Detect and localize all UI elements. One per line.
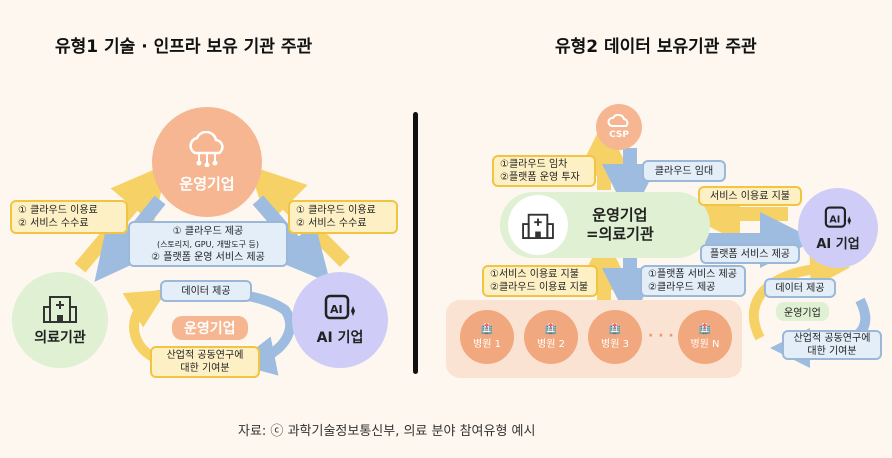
hospital-node: 🏥 병원 1 xyxy=(460,310,514,364)
ai-chip-icon: AI xyxy=(323,293,357,323)
fee-line: ② 서비스 수수료 xyxy=(18,218,89,229)
fee-line: ② 서비스 수수료 xyxy=(296,218,367,229)
hospital-label: 병원 2 xyxy=(537,339,565,350)
hospital-label: 병원 3 xyxy=(601,339,629,350)
hospital-icon: 🏥 xyxy=(608,324,622,335)
hospital-icon: 🏥 xyxy=(698,324,712,335)
hospital-right-line: ②클라우드 제공 xyxy=(648,282,716,293)
hospital-left-line: ①서비스 이용료 지불 xyxy=(490,269,579,280)
hospital-label: 병원 1 xyxy=(473,339,501,350)
type2-ai-node: AI AI 기업 xyxy=(798,188,878,268)
section-divider xyxy=(413,112,418,374)
cloud-icon xyxy=(607,114,631,130)
hospital-group: 🏥 병원 1 🏥 병원 2 🏥 병원 3 · · · · 🏥 병원 N xyxy=(446,300,742,378)
hospital-node: 🏥 병원 3 xyxy=(588,310,642,364)
research-line: 산업적 공동연구에 xyxy=(793,333,871,344)
csp-node: CSP xyxy=(596,104,642,150)
type1-data-provide-box: 데이터 제공 xyxy=(160,280,252,302)
fee-line: ① 클라우드 이용료 xyxy=(18,205,98,216)
type2-operator-line: 운영기업 xyxy=(592,206,648,224)
type2-data-provide-box: 데이터 제공 xyxy=(764,278,836,298)
type2-operator-line: =의료기관 xyxy=(586,225,654,243)
service-fee-box: 서비스 이용료 지불 xyxy=(698,186,802,206)
type1-operator-node: 운영기업 xyxy=(152,107,262,217)
csp-label: CSP xyxy=(609,130,629,140)
hospital-building-icon xyxy=(521,211,555,239)
provide-line: (스토리지, GPU, 개발도구 등) xyxy=(156,239,260,249)
csp-left-line: ②플랫폼 운영 투자 xyxy=(500,172,580,183)
csp-left-line: ①클라우드 임차 xyxy=(500,159,568,170)
hospital-right-line: ①플랫폼 서비스 제공 xyxy=(648,269,737,280)
source-caption: 자료: ⓒ 과학기술정보통신부, 의료 분야 참여유형 예시 xyxy=(238,424,536,439)
platform-service-box: 플랫폼 서비스 제공 xyxy=(700,244,800,264)
type1-medical-label: 의료기관 xyxy=(34,330,86,346)
type1-ai-label: AI 기업 xyxy=(316,330,364,346)
type1-center-operator: 운영기업 xyxy=(172,316,248,340)
hospital-icon: 🏥 xyxy=(544,324,558,335)
hospital-ellipsis: · · · · xyxy=(648,328,684,344)
type1-ai-node: AI AI 기업 xyxy=(292,272,388,368)
hospital-label: 병원 N xyxy=(690,339,720,350)
ai-chip-icon: AI xyxy=(823,205,853,231)
type2-operator-node: 운영기업 =의료기관 xyxy=(500,192,710,258)
hospital-left-box: ①서비스 이용료 지불 ②클라우드 이용료 지불 xyxy=(482,265,598,297)
type2-research-box: 산업적 공동연구에 대한 기여분 xyxy=(782,330,882,360)
svg-text:AI: AI xyxy=(330,303,343,316)
provide-line: ② 플랫폼 운영 서비스 제공 xyxy=(151,251,265,263)
csp-right-box: 클라우드 임대 xyxy=(642,160,726,182)
research-line: 대한 기여분 xyxy=(180,363,230,374)
type1-operator-label: 운영기업 xyxy=(179,174,235,193)
hospital-left-line: ②클라우드 이용료 지불 xyxy=(490,282,589,293)
hospital-icon: 🏥 xyxy=(480,324,494,335)
hospital-right-box: ①플랫폼 서비스 제공 ②클라우드 제공 xyxy=(640,265,746,297)
hospital-node: 🏥 병원 N xyxy=(678,310,732,364)
cloud-network-icon xyxy=(185,130,229,167)
type1-research-box: 산업적 공동연구에 대한 기여분 xyxy=(150,346,260,378)
type1-right-fee-box: ① 클라우드 이용료 ② 서비스 수수료 xyxy=(288,200,398,234)
fee-line: ① 클라우드 이용료 xyxy=(296,205,376,216)
type1-provide-box: ① 클라우드 제공 (스토리지, GPU, 개발도구 등) ② 플랫폼 운영 서… xyxy=(128,221,288,267)
type2-ai-label: AI 기업 xyxy=(816,236,860,252)
type1-left-fee-box: ① 클라우드 이용료 ② 서비스 수수료 xyxy=(10,200,128,234)
provide-line: ① 클라우드 제공 xyxy=(172,225,244,237)
hospital-building-icon xyxy=(42,293,78,323)
type2-hospital-badge xyxy=(508,195,568,255)
type1-title: 유형1 기술 · 인프라 보유 기관 주관 xyxy=(55,37,313,57)
csp-left-box: ①클라우드 임차 ②플랫폼 운영 투자 xyxy=(492,155,596,187)
hospital-node: 🏥 병원 2 xyxy=(524,310,578,364)
type2-title: 유형2 데이터 보유기관 주관 xyxy=(555,37,757,57)
research-line: 산업적 공동연구에 xyxy=(166,350,244,361)
type2-side-operator: 운영기업 xyxy=(776,302,829,321)
svg-text:AI: AI xyxy=(829,214,840,225)
type1-medical-node: 의료기관 xyxy=(12,272,108,368)
research-line: 대한 기여분 xyxy=(807,346,857,357)
